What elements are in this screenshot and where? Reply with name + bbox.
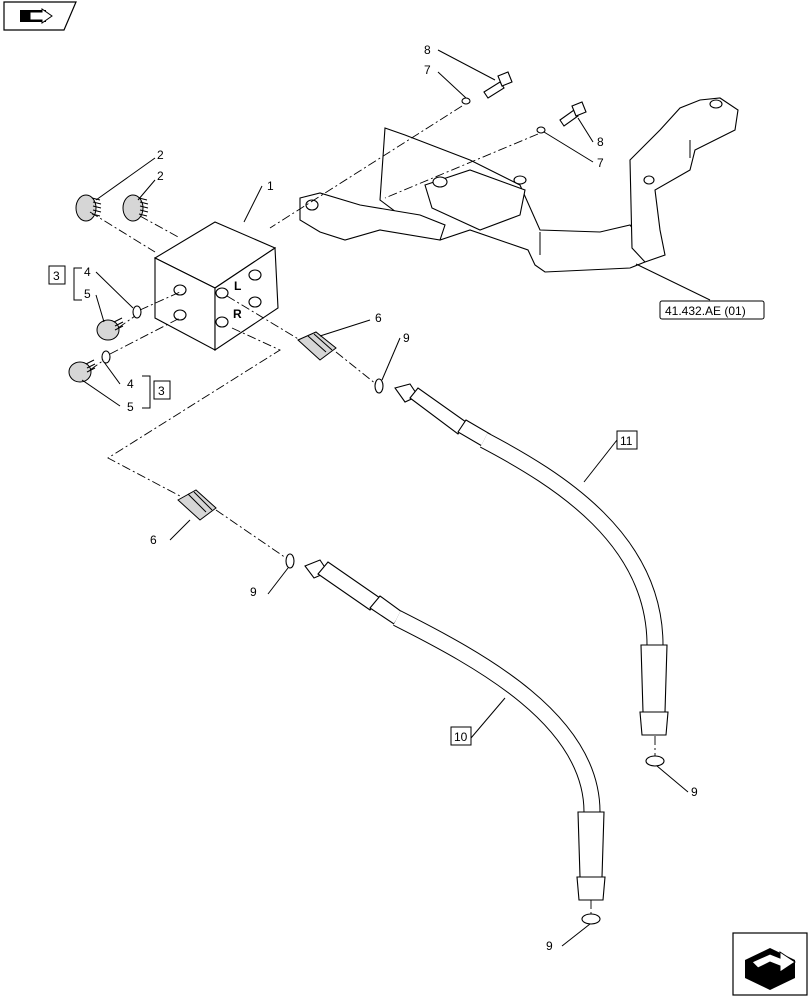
callout-11: 11: [620, 434, 633, 448]
reference-box[interactable]: [659, 300, 765, 320]
bolt-8-right: [559, 101, 587, 127]
kit-3-box-upper: [48, 265, 66, 285]
reference-label[interactable]: 41.432.AE (01): [665, 304, 746, 318]
plug-2-right: [122, 194, 149, 222]
o-ring-9-a: [374, 378, 384, 394]
callout-4-b: 4: [127, 377, 134, 391]
callout-7-b: 7: [597, 156, 604, 170]
plug-5-upper: [96, 317, 124, 341]
plug-5-lower: [68, 359, 96, 383]
callout-8-b: 8: [597, 135, 604, 149]
assembly-lines: [89, 105, 656, 914]
hose-10: [304, 559, 606, 901]
block-mark-l: L: [234, 279, 241, 293]
callout-5-a: 5: [84, 287, 91, 301]
callout-9-c: 9: [691, 785, 698, 799]
plug-2-left: [75, 194, 102, 222]
hose-11-box: [616, 430, 638, 450]
bolt-8-left: [483, 71, 513, 99]
adapter-6-lower: [177, 489, 217, 521]
o-ring-9-b: [285, 553, 295, 569]
block-mark-r: R: [233, 307, 242, 321]
callout-10: 10: [454, 730, 468, 744]
callout-6-a: 6: [375, 311, 382, 325]
hose-11: [394, 383, 669, 736]
kit-3-box-lower: [153, 380, 171, 400]
callout-3-upper: 3: [53, 269, 60, 283]
o-ring-4-lower: [101, 350, 111, 364]
next-page-arrow-icon[interactable]: [732, 932, 808, 996]
washer-7-right: [536, 126, 546, 134]
adapter-6-upper: [297, 331, 337, 361]
callout-7-a: 7: [424, 63, 431, 77]
callout-2-a: 2: [157, 148, 164, 162]
o-ring-9-d: [581, 913, 601, 925]
callout-9-d: 9: [546, 939, 553, 953]
callout-1: 1: [267, 179, 274, 193]
callout-6-b: 6: [150, 533, 157, 547]
callout-3-lower: 3: [158, 384, 165, 398]
callout-2-b: 2: [157, 169, 164, 183]
callout-5-b: 5: [127, 400, 134, 414]
kit-bracket-lower: [142, 375, 151, 409]
leader-lines: [81, 49, 711, 947]
callout-8-a: 8: [424, 43, 431, 57]
callout-4-a: 4: [84, 265, 91, 279]
callout-9-a: 9: [403, 331, 410, 345]
mounting-bracket: [299, 97, 739, 273]
o-ring-4-upper: [132, 305, 142, 319]
callout-9-b: 9: [250, 585, 257, 599]
o-ring-9-c: [645, 755, 665, 767]
washer-7-left: [461, 97, 471, 105]
kit-bracket-upper: [73, 267, 82, 301]
hose-10-box: [450, 726, 472, 746]
book-with-arrow-icon[interactable]: [3, 1, 77, 31]
valve-block: L R: [153, 221, 279, 352]
